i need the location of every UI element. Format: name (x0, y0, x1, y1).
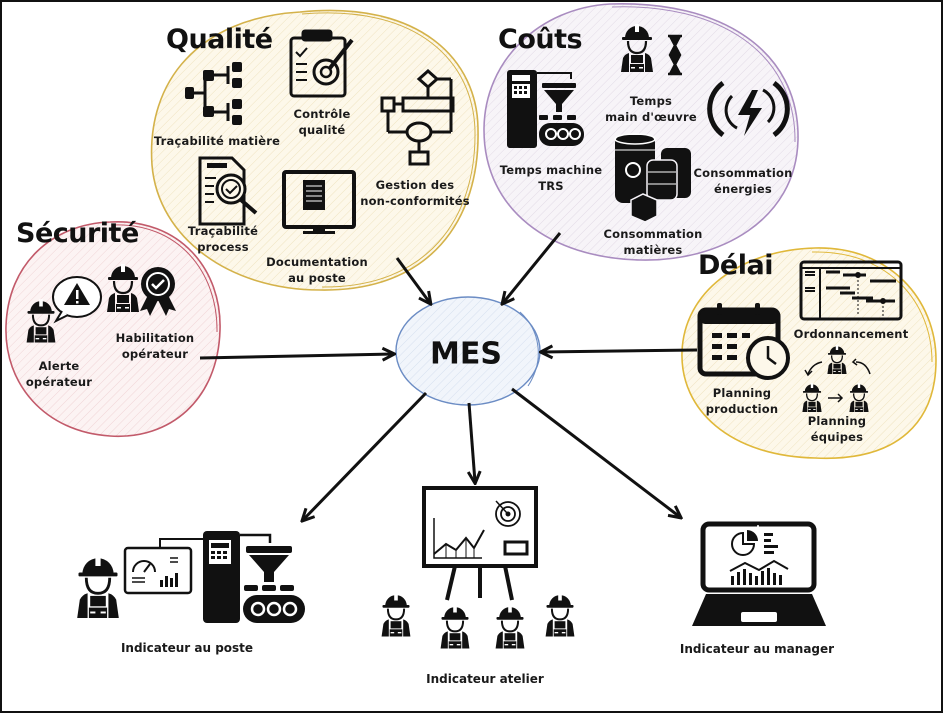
clipboard-gear-icon (289, 29, 354, 98)
arrow-couts-to-mes (503, 232, 562, 303)
label-line: Contrôle (293, 107, 351, 121)
workstation-dashboard-icon (75, 531, 305, 623)
output-label-poste: Indicateur au poste (120, 641, 254, 655)
calendar-clock-icon (697, 303, 790, 380)
label-line: énergies (714, 182, 772, 196)
item-label-tracabilite-process: Traçabilité process (188, 223, 258, 255)
label-line: Consommation (693, 166, 793, 180)
label-line: Planning (712, 386, 772, 400)
laptop-analytics-icon (692, 521, 826, 626)
item-label-planning-production: Planning production (706, 385, 779, 417)
group-title-securite: Sécurité (16, 218, 139, 249)
label-line: main d'œuvre (605, 110, 697, 124)
label-line: non-conformités (360, 194, 470, 208)
group-title-delai: Délai (698, 250, 773, 281)
mes-label: MES (430, 336, 502, 372)
label-line: matières (623, 243, 683, 257)
label-line: opérateur (25, 375, 93, 389)
monitor-document-icon (282, 170, 356, 234)
label-line: Gestion des (375, 178, 455, 192)
arrow-qualite-to-mes (395, 257, 430, 303)
group-title-couts: Coûts (498, 24, 583, 55)
output-label-atelier: Indicateur atelier (426, 672, 544, 686)
arrow-mes-to-poste (303, 391, 428, 520)
label-line: process (197, 240, 249, 254)
team-rotation-icon (801, 344, 871, 413)
label-line: Habilitation (115, 331, 195, 345)
label-line: Temps (629, 94, 673, 108)
item-label-controle-qualite: Contrôle qualité (294, 106, 351, 138)
arrow-delai-to-mes (542, 350, 698, 352)
energy-bolt-icon (707, 80, 790, 138)
label-line: Documentation (266, 255, 368, 269)
group-title-qualite: Qualité (166, 24, 273, 55)
item-label-alerte-operateur: Alerte opérateur (26, 358, 92, 390)
label-line: Temps machine (499, 163, 603, 177)
worker-hourglass-icon (619, 22, 683, 76)
item-label-documentation-poste: Documentation au poste (266, 254, 368, 286)
item-label-tracabilite-matiere: Traçabilité matière (154, 133, 280, 149)
worker-certified-icon (105, 262, 176, 316)
arrow-mes-to-manager (511, 387, 680, 517)
hierarchy-tree-icon (185, 62, 242, 125)
label-line: Alerte (38, 359, 80, 373)
team-board-icon (380, 486, 576, 650)
label-line: qualité (298, 123, 346, 137)
arrow-mes-to-atelier (469, 402, 475, 482)
arrow-securite-to-mes (199, 354, 393, 358)
label-line: opérateur (121, 347, 189, 361)
label-line: Traçabilité (187, 224, 259, 238)
document-magnifier-icon (198, 156, 258, 226)
label-line: Ordonnancement (793, 327, 909, 341)
item-label-habilitation-operateur: Habilitation opérateur (116, 330, 195, 362)
item-label-temps-main-oeuvre: Temps main d'œuvre (605, 93, 697, 125)
item-label-planning-equipes: Planning équipes (808, 413, 866, 445)
machine-conveyor-icon (507, 70, 584, 148)
label-line: production (705, 402, 779, 416)
label-line: TRS (538, 179, 564, 193)
worker-alert-icon (25, 276, 102, 344)
label-line: Planning (807, 414, 867, 428)
item-label-consommation-energies: Consommation énergies (694, 165, 793, 197)
gantt-chart-icon (799, 260, 903, 321)
label-line: au poste (288, 271, 346, 285)
label-line: équipes (810, 430, 864, 444)
output-label-manager: Indicateur au manager (679, 642, 835, 656)
label-line: Consommation (603, 227, 703, 241)
item-label-gestion-non-conformites: Gestion des non-conformités (360, 177, 470, 209)
barrels-box-icon (614, 133, 691, 223)
item-label-consommation-matieres: Consommation matières (604, 226, 703, 258)
item-label-ordonnancement: Ordonnancement (794, 326, 909, 342)
label-line: Traçabilité matière (153, 134, 281, 148)
group-couts-circle (483, 3, 799, 261)
flowchart-icon (380, 68, 455, 166)
